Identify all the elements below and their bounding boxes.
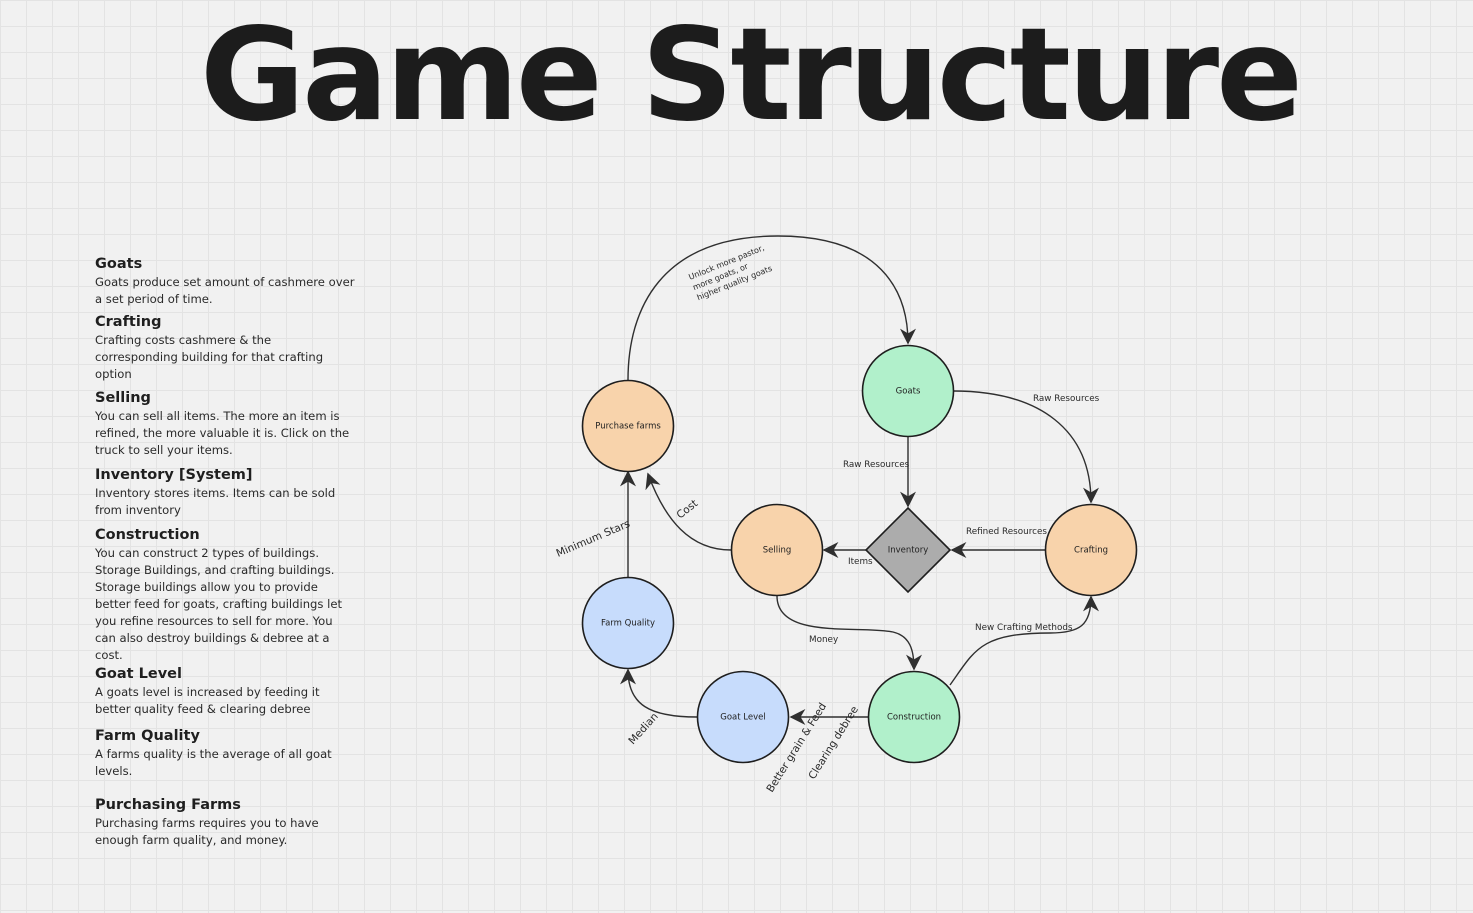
edge-label-cost: Cost: [674, 498, 700, 522]
note-heading: Selling: [95, 390, 151, 406]
note-body: Inventory stores items. Items can be sol…: [95, 486, 336, 517]
edge-label-items: Items: [848, 557, 873, 567]
node-crafting: [1044, 503, 1138, 597]
edge-label-median: Median: [626, 711, 660, 747]
node-goats: [861, 344, 955, 438]
note-goats: Goats Goats produce set amount of cashme…: [95, 255, 355, 308]
edge-goats-to-crafting: [952, 390, 1099, 504]
edge-label-minimum-stars: Minimum Stars: [554, 518, 631, 560]
node-construction-label: Construction: [887, 713, 941, 723]
note-body: Crafting costs cashmere & the correspond…: [95, 333, 324, 381]
note-body: Purchasing farms requires you to have en…: [95, 816, 319, 847]
note-purchasing-farms: Purchasing Farms Purchasing farms requir…: [95, 796, 355, 849]
note-heading: Construction: [95, 527, 200, 543]
note-body: You can construct 2 types of buildings. …: [95, 546, 343, 662]
edge-selling-to-purchase: [645, 472, 732, 551]
node-inventory: [864, 506, 952, 594]
note-body: Goats produce set amount of cashmere ove…: [95, 275, 355, 306]
note-heading: Purchasing Farms: [95, 797, 241, 813]
node-goat-level-label: Goat Level: [720, 713, 765, 723]
note-heading: Goat Level: [95, 666, 182, 682]
node-farm-quality-label: Farm Quality: [601, 619, 655, 629]
node-purchase-farms: [581, 379, 675, 473]
edge-label-raw-resources-inventory: Raw Resources: [843, 460, 910, 470]
node-inventory-label: Inventory: [888, 546, 929, 556]
note-goat-level: Goat Level A goats level is increased by…: [95, 665, 355, 718]
node-goat-level: [696, 670, 790, 764]
node-purchase-farms-label: Purchase farms: [595, 422, 661, 432]
note-farm-quality: Farm Quality A farms quality is the aver…: [95, 727, 355, 780]
note-body: You can sell all items. The more an item…: [95, 409, 350, 457]
edge-goatlevel-to-farmquality: [620, 668, 698, 718]
edge-label-refined-resources: Refined Resources: [966, 527, 1047, 537]
note-body: A goats level is increased by feeding it…: [95, 685, 320, 716]
note-inventory: Inventory [System] Inventory stores item…: [95, 466, 355, 519]
page-title: Game Structure: [200, 1, 1303, 150]
node-selling-label: Selling: [763, 546, 792, 556]
edge-selling-to-construction: [776, 595, 922, 671]
note-body: A farms quality is the average of all go…: [95, 747, 332, 778]
note-construction: Construction You can construct 2 types o…: [95, 526, 355, 664]
note-heading: Inventory [System]: [95, 467, 253, 483]
node-construction: [867, 670, 961, 764]
node-farm-quality: [581, 576, 675, 670]
edge-label-money: Money: [809, 635, 838, 645]
node-crafting-label: Crafting: [1074, 546, 1108, 556]
edge-purchase-to-goats: [627, 235, 916, 381]
edge-label-new-crafting-methods: New Crafting Methods: [975, 623, 1073, 633]
unlock-label-group: Unlock more pastor, more goats, or highe…: [687, 243, 773, 302]
note-heading: Goats: [95, 256, 143, 272]
note-selling: Selling You can sell all items. The more…: [95, 389, 355, 459]
note-heading: Crafting: [95, 314, 162, 330]
node-goats-label: Goats: [896, 387, 921, 397]
edge-label-raw-resources-crafting: Raw Resources: [1033, 394, 1100, 404]
node-selling: [730, 503, 824, 597]
note-heading: Farm Quality: [95, 728, 200, 744]
note-crafting: Crafting Crafting costs cashmere & the c…: [95, 313, 355, 383]
edge-construction-to-crafting: [949, 595, 1099, 686]
